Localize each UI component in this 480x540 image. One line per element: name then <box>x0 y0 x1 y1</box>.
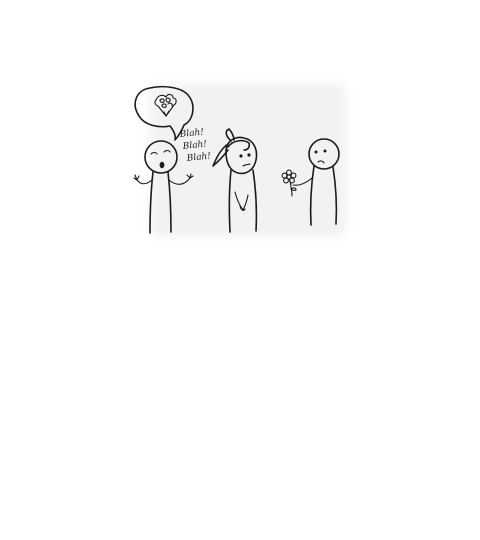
woman-body-right <box>252 169 258 232</box>
flower-man-body-right <box>332 166 338 225</box>
open-mouth <box>159 161 165 169</box>
hair-bow-icon <box>225 128 235 142</box>
closed-eye-left <box>150 151 158 155</box>
man-arm-left <box>136 179 153 185</box>
speech-text-group: Blah! Blah! Blah! <box>178 127 212 164</box>
woman-figure <box>212 128 258 233</box>
talking-man-figure: Blah! Blah! Blah! <box>133 85 212 234</box>
woman-hands <box>239 205 246 211</box>
thought-bubble <box>134 85 194 141</box>
flower-man-arm <box>292 177 313 186</box>
man-head <box>144 140 178 174</box>
flower-man-mouth <box>317 160 325 164</box>
closed-eye-right <box>163 149 171 153</box>
woman-ponytail <box>212 143 229 167</box>
flower-man-body-left <box>309 165 315 226</box>
woman-eye-left <box>239 154 243 158</box>
flower-man-head <box>308 138 340 170</box>
woman-hair-fringe <box>227 139 251 151</box>
woman-eye-right <box>247 153 251 157</box>
woman-head <box>225 136 258 175</box>
man-arm-right <box>168 177 191 185</box>
man-hand-right <box>186 173 194 179</box>
flower-man-eye-left <box>314 150 318 154</box>
speech-line-1: Blah! <box>178 127 205 140</box>
woman-mouth <box>242 163 251 167</box>
speech-line-2: Blah! <box>181 139 208 152</box>
man-body-right <box>167 171 172 233</box>
woman-arms <box>234 191 249 211</box>
woman-body-left <box>228 169 232 233</box>
man-body-left <box>149 171 154 234</box>
bouquet-icon <box>154 93 177 117</box>
flower-icon <box>281 169 297 197</box>
man-hand-left <box>133 174 140 181</box>
flower-man-eye-right <box>323 149 327 153</box>
paper-backdrop <box>150 84 346 236</box>
speech-line-3: Blah! <box>185 151 212 164</box>
flower-man-figure <box>281 138 340 226</box>
